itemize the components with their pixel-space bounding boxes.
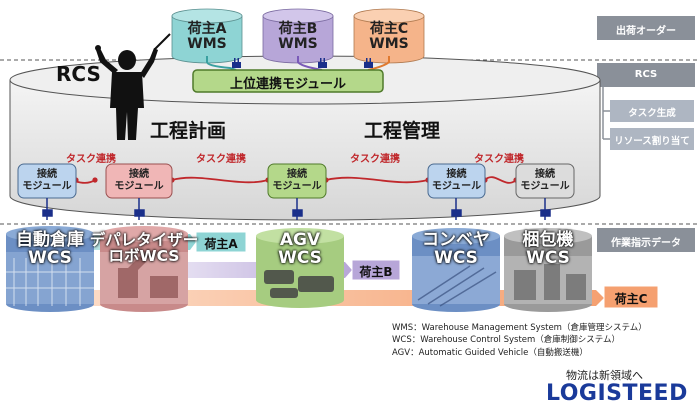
upper-module-label: 上位連携モジュール: [229, 77, 347, 92]
wcs-3-line2: WCS: [278, 247, 322, 268]
wms-b-line1: 荷主B: [278, 21, 318, 37]
task-link-label-3: タスク連携: [350, 154, 400, 165]
section-label-task-generation: タスク生成: [628, 108, 676, 119]
task-link-label-1: タスク連携: [66, 154, 116, 165]
wms-cylinder-c: [353, 8, 425, 64]
rcs-title: RCS: [56, 62, 101, 86]
wms-b-line2: WMS: [278, 35, 318, 52]
wms-label-c: 荷主C WMS: [354, 22, 424, 51]
wms-c-line2: WMS: [369, 35, 409, 52]
connect-module-2-line1: 接続: [129, 168, 149, 180]
connect-module-5-line2: モジュール: [520, 181, 570, 192]
wcs-cylinder-4: [412, 228, 500, 312]
connect-module-3-line1: 接続: [287, 168, 307, 180]
connect-module-1: 接続モジュール: [18, 164, 76, 198]
wcs-label-2: デパレタイザー ロボWCS: [86, 232, 202, 265]
wms-label-a: 荷主A WMS: [172, 22, 242, 51]
connect-module-3: 接続モジュール: [268, 164, 326, 198]
upper-module-box: [192, 69, 384, 93]
wms-cylinder-a: [171, 8, 243, 64]
wcs-5-line1: 梱包機: [522, 230, 574, 250]
plug-icon: [364, 58, 373, 68]
brand-tagline: 物流は新領域へ: [566, 369, 643, 382]
section-bar-work-instruction: [597, 228, 695, 252]
task-link-line: [325, 176, 429, 184]
legend-agv: AGV：Automatic Guided Vehicle（自動搬送機）: [392, 347, 588, 358]
wcs-cylinder-5: [504, 228, 592, 312]
wcs-5-line2: WCS: [526, 247, 570, 268]
wcs-label-4: コンベヤ WCS: [412, 230, 500, 268]
section-bar-resource-allocation: [610, 128, 694, 150]
wcs-1-line1: 自動倉庫: [16, 230, 84, 250]
legend-wms: WMS：Warehouse Management System（倉庫管理システム…: [392, 323, 647, 333]
wms-cylinder-b: [262, 8, 334, 64]
task-link-line: [484, 176, 517, 184]
flow-tag-a: [195, 231, 247, 253]
section-label-shipping-order: 出荷オーダー: [616, 26, 676, 37]
wcs-label-5: 梱包機 WCS: [504, 230, 592, 268]
wms-c-line1: 荷主C: [369, 21, 409, 37]
section-label-work-instruction: 作業指示データ: [611, 238, 681, 249]
wcs-1-line2: WCS: [28, 247, 72, 268]
wcs-label-1: 自動倉庫 WCS: [4, 230, 96, 268]
section-bar-rcs: [597, 63, 695, 87]
section-label-resource-allocation: リソース割り当て: [614, 136, 690, 147]
flow-tag-b: [351, 259, 401, 281]
brand-logo: LOGISTEED: [546, 381, 688, 406]
wcs-3-line1: AGV: [279, 230, 321, 250]
wms-label-b: 荷主B WMS: [263, 22, 333, 51]
flow-label-a: 荷主A: [204, 237, 238, 251]
legend-wcs: WCS：Warehouse Control System（倉庫制御システム）: [392, 335, 621, 346]
connect-module-4: 接続モジュール: [428, 164, 485, 198]
conductor-icon: [95, 33, 171, 140]
plug-icon: [318, 58, 327, 68]
section-bar-task-generation: [610, 100, 694, 122]
section-label-rcs: RCS: [634, 69, 658, 80]
wcs-2-line2: ロボWCS: [108, 247, 180, 266]
connect-module-1-line2: モジュール: [22, 181, 72, 192]
process-planning-label: 工程計画: [150, 120, 227, 142]
wms-a-line1: 荷主A: [187, 21, 227, 37]
plug-icon: [232, 58, 241, 68]
process-management-label: 工程管理: [364, 120, 441, 142]
wms-a-line2: WMS: [187, 35, 227, 52]
wms-wires: [206, 56, 390, 71]
connect-module-2: 接続モジュール: [106, 164, 172, 198]
wcs-label-3: AGV WCS: [256, 230, 344, 268]
flow-label-b: 荷主B: [359, 265, 393, 279]
wcs-2-line1: デパレタイザー: [89, 231, 199, 249]
connect-module-5: 接続モジュール: [516, 164, 574, 198]
connect-module-3-line2: モジュール: [272, 181, 322, 192]
connect-module-4-line1: 接続: [446, 168, 467, 180]
task-link-line: [171, 176, 269, 184]
flow-label-c: 荷主C: [614, 292, 648, 306]
connect-module-5-line1: 接続: [535, 168, 555, 180]
wcs-cylinder-1: [6, 226, 94, 312]
section-bar-shipping-order: [597, 16, 695, 40]
wcs-4-line2: WCS: [434, 247, 478, 268]
connect-module-2-line2: モジュール: [114, 181, 164, 192]
task-link-label-4: タスク連携: [474, 154, 524, 165]
wcs-cylinder-2: [100, 226, 188, 312]
wcs-cylinder-3: [256, 228, 344, 308]
connector-plugs: [42, 198, 551, 220]
wcs-4-line1: コンベヤ: [422, 230, 490, 250]
connect-module-1-line1: 接続: [37, 168, 57, 180]
connect-module-4-line2: モジュール: [431, 181, 482, 192]
task-link-label-2: タスク連携: [196, 154, 246, 165]
legend: WMS：Warehouse Management System（倉庫管理システム…: [392, 322, 647, 359]
flow-tag-c: [603, 285, 659, 309]
